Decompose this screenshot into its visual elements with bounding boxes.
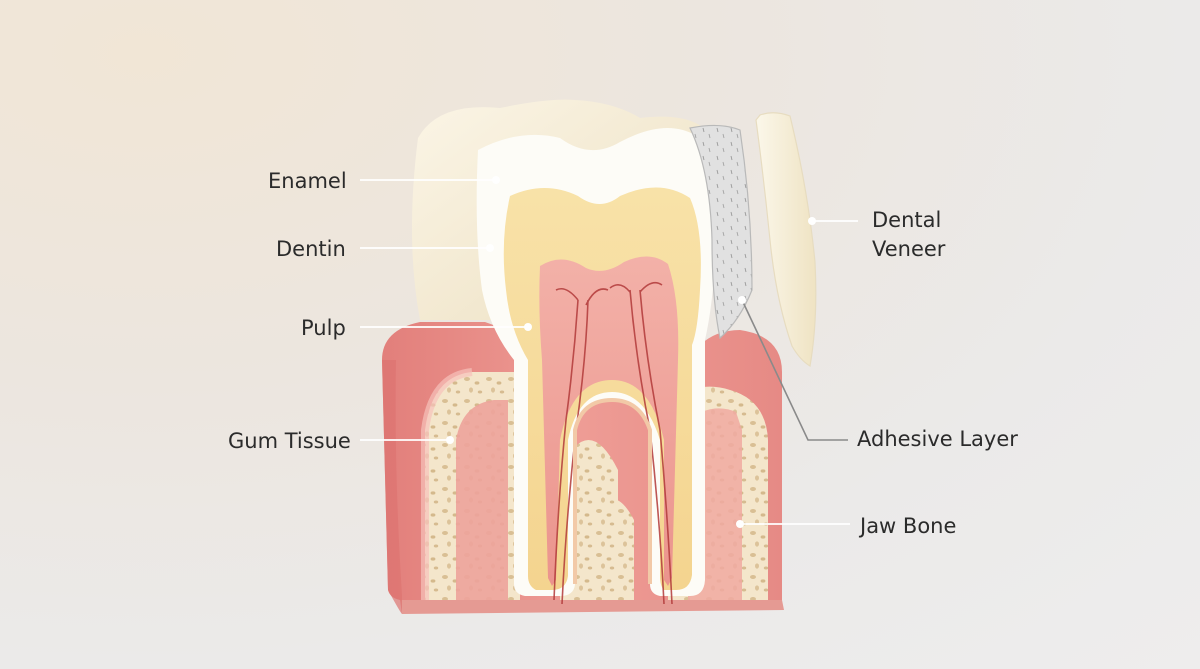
gum-left-side <box>382 360 402 614</box>
pulp-chamber <box>539 256 679 586</box>
labels: Enamel Dentin Pulp Gum Tissue Dental Ven… <box>228 169 1018 538</box>
root-inner-edge <box>573 397 652 584</box>
label-adhesive-layer: Adhesive Layer <box>857 427 1018 451</box>
label-gum-tissue: Gum Tissue <box>228 429 351 453</box>
leader-lines <box>360 176 858 528</box>
dental-veneer <box>755 112 817 367</box>
leader-adhesive <box>741 299 848 441</box>
label-enamel: Enamel <box>268 169 347 193</box>
inter-root-bone <box>592 499 634 600</box>
label-dentin: Dentin <box>276 237 346 261</box>
gum-inner-band <box>456 400 508 600</box>
label-pulp: Pulp <box>301 316 346 340</box>
label-dental-veneer-1: Dental <box>872 208 941 232</box>
veneer-shape <box>755 112 817 367</box>
label-dental-veneer-2: Veneer <box>872 237 946 261</box>
adhesive-layer <box>689 124 753 340</box>
label-jaw-bone: Jaw Bone <box>858 514 956 538</box>
gum-highlight <box>421 368 473 600</box>
gum-side-face <box>400 600 784 614</box>
tooth <box>411 99 717 605</box>
